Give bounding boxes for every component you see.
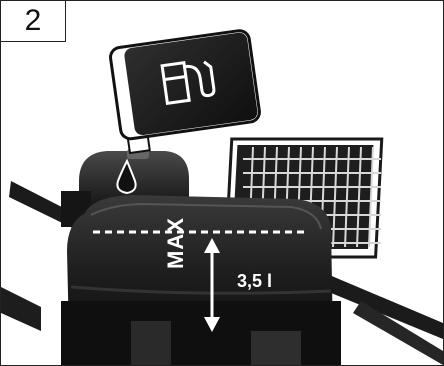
fuel-tank: [61, 195, 341, 365]
volume-label: 3,5 l: [237, 271, 272, 292]
max-label: MAX: [163, 217, 189, 269]
step-number: 2: [25, 4, 42, 38]
step-number-box: 2: [1, 1, 66, 42]
